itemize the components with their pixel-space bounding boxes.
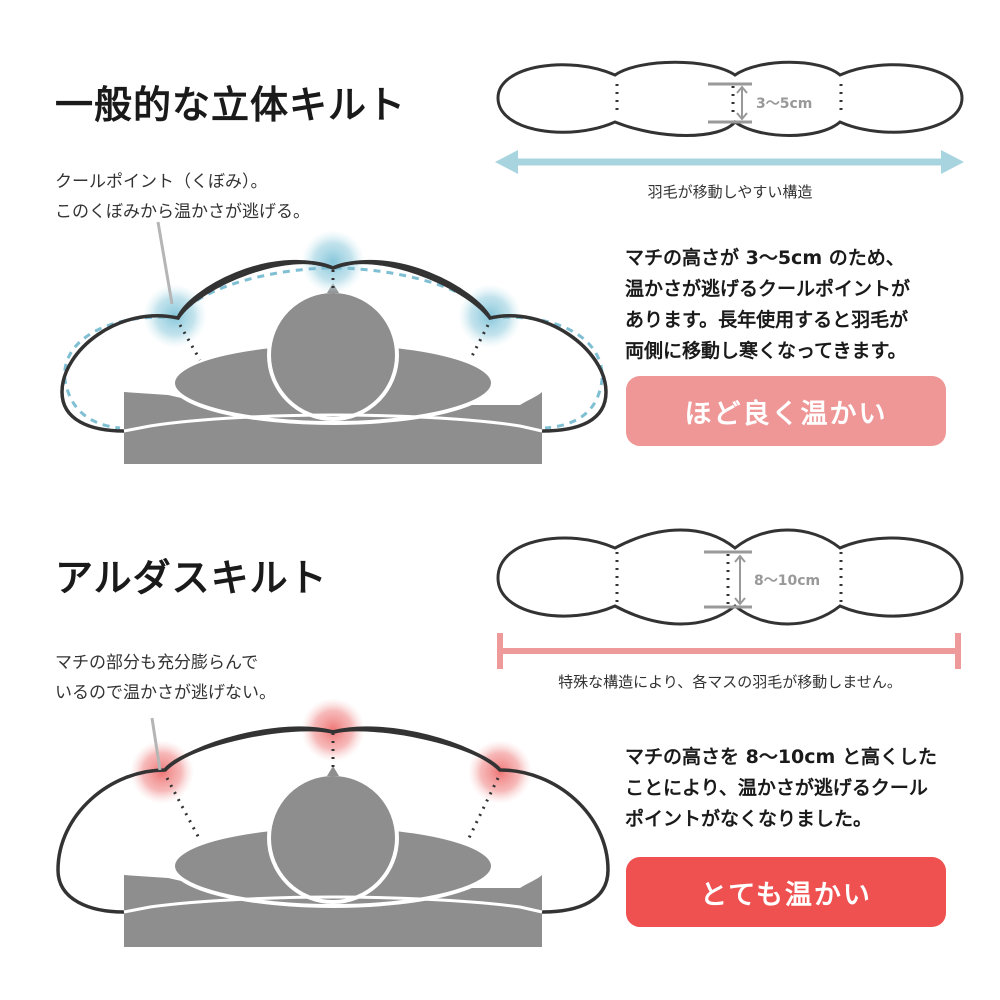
section1-dimension-label: 3～5cm — [756, 96, 812, 112]
section1-bed-illustration — [60, 221, 608, 464]
section1-title: 一般的な立体キルト — [55, 83, 407, 127]
section2-caption: 特殊な構造により、各マスの羽毛が移動しません。 — [558, 673, 902, 691]
section2-warmth-badge: とても温かい — [626, 857, 946, 927]
section2-fixed-bar — [497, 633, 961, 669]
section1-warmth-badge: ほど良く温かい — [626, 376, 946, 446]
section2-description: マチの高さを 8～10cm と高くした ことにより、温かさが逃げるクール ポイン… — [625, 746, 937, 830]
section1-cool-point-note: クールポイント（くぼみ）。 このくぼみから温かさが逃げる。 — [55, 172, 310, 222]
section2-note: マチの部分も充分膨らんで いるので温かさが逃げない。 — [55, 653, 276, 703]
section2-title: アルダスキルト — [55, 556, 328, 600]
section2-bed-illustration — [56, 698, 610, 947]
section2-dimension-label: 8～10cm — [754, 573, 820, 589]
section1-movement-arrow — [495, 150, 964, 174]
section2-quilt-cross-section — [496, 528, 964, 626]
section1-caption: 羽毛が移動しやすい構造 — [647, 183, 813, 201]
section1-description: マチの高さが 3～5cm のため、 温かさが逃げるクールポイントが あります。長… — [625, 247, 911, 362]
section1-quilt-cross-section — [496, 60, 964, 137]
